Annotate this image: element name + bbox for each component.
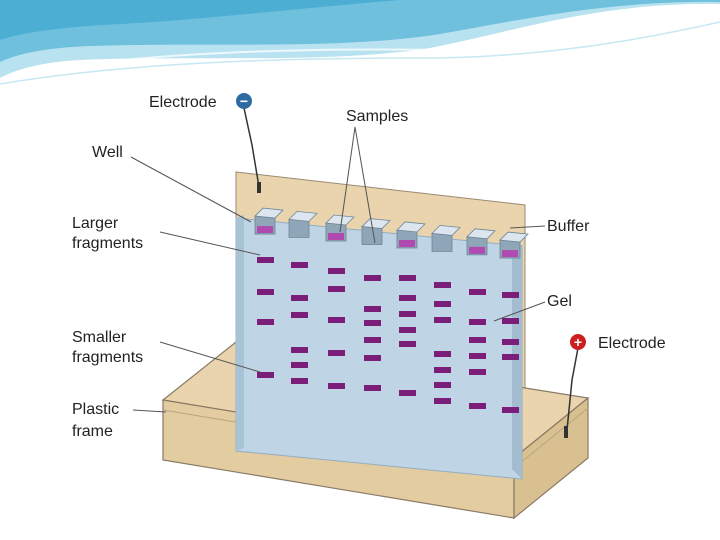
- dna-band: [434, 317, 451, 323]
- electrode-negative-wire: [243, 107, 261, 193]
- electrode-negative-label: Electrode: [149, 94, 217, 111]
- dna-band: [469, 369, 486, 375]
- sample-in-well: [399, 239, 415, 247]
- well-7: [466, 228, 496, 256]
- dna-band: [364, 355, 381, 361]
- dna-band: [364, 306, 381, 312]
- larger-fragments-label-line2: fragments: [72, 235, 143, 252]
- electrode-positive-label: Electrode: [598, 335, 666, 352]
- dna-band: [399, 275, 416, 281]
- dna-band: [291, 362, 308, 368]
- dna-band: [328, 350, 345, 356]
- dna-band: [469, 319, 486, 325]
- dna-band: [502, 318, 519, 324]
- samples-label: Samples: [346, 108, 408, 125]
- svg-text:+: +: [574, 334, 582, 350]
- sample-in-well: [502, 250, 518, 258]
- dna-band: [502, 354, 519, 360]
- dna-band: [469, 337, 486, 343]
- dna-band: [257, 319, 274, 325]
- dna-band: [434, 351, 451, 357]
- dna-band: [469, 289, 486, 295]
- minus-icon: −: [236, 93, 252, 109]
- dna-band: [434, 301, 451, 307]
- dna-band: [502, 339, 519, 345]
- well-8: [499, 231, 529, 259]
- dna-band: [328, 317, 345, 323]
- svg-text:−: −: [240, 93, 248, 109]
- dna-band: [364, 275, 381, 281]
- dna-band: [399, 327, 416, 333]
- dna-band: [364, 385, 381, 391]
- well-6: [431, 224, 461, 252]
- plastic-frame-label-line1: Plastic: [72, 401, 119, 418]
- larger-fragments-label-line1: Larger: [72, 215, 119, 232]
- well-2: [288, 210, 318, 238]
- well-5: [396, 221, 426, 249]
- sample-in-well: [328, 233, 344, 241]
- dna-band: [291, 295, 308, 301]
- dna-band: [257, 257, 274, 263]
- leader-lines: [130, 126, 546, 413]
- plastic-frame-label-line2: frame: [72, 423, 113, 440]
- dna-band: [502, 292, 519, 298]
- dna-band: [399, 311, 416, 317]
- sample-in-well: [469, 246, 485, 254]
- dna-band: [434, 398, 451, 404]
- dna-band: [257, 372, 274, 378]
- dna-bands: [257, 257, 519, 413]
- well-1: [254, 207, 284, 235]
- dna-band: [469, 403, 486, 409]
- dna-band: [364, 337, 381, 343]
- dna-band: [399, 295, 416, 301]
- dna-band: [399, 341, 416, 347]
- dna-band: [328, 268, 345, 274]
- well-label: Well: [92, 144, 123, 161]
- dna-band: [399, 390, 416, 396]
- buffer-label: Buffer: [547, 218, 590, 235]
- dna-band: [434, 382, 451, 388]
- dna-band: [364, 320, 381, 326]
- gel-wells: [254, 207, 529, 259]
- electrode-positive-wire: [564, 347, 579, 438]
- dna-band: [291, 312, 308, 318]
- dna-band: [328, 383, 345, 389]
- dna-band: [291, 347, 308, 353]
- dna-band: [291, 378, 308, 384]
- gel-label: Gel: [547, 293, 572, 310]
- dna-band: [257, 289, 274, 295]
- dna-band: [434, 367, 451, 373]
- smaller-fragments-label-line2: fragments: [72, 349, 143, 366]
- sample-in-well: [257, 226, 273, 234]
- dna-band: [291, 262, 308, 268]
- dna-band: [434, 282, 451, 288]
- smaller-fragments-label-line1: Smaller: [72, 329, 127, 346]
- slide-header-wave: [0, 0, 720, 85]
- dna-band: [328, 286, 345, 292]
- well-4: [361, 218, 391, 245]
- plus-icon: +: [570, 334, 586, 350]
- dna-band: [469, 353, 486, 359]
- dna-band: [502, 407, 519, 413]
